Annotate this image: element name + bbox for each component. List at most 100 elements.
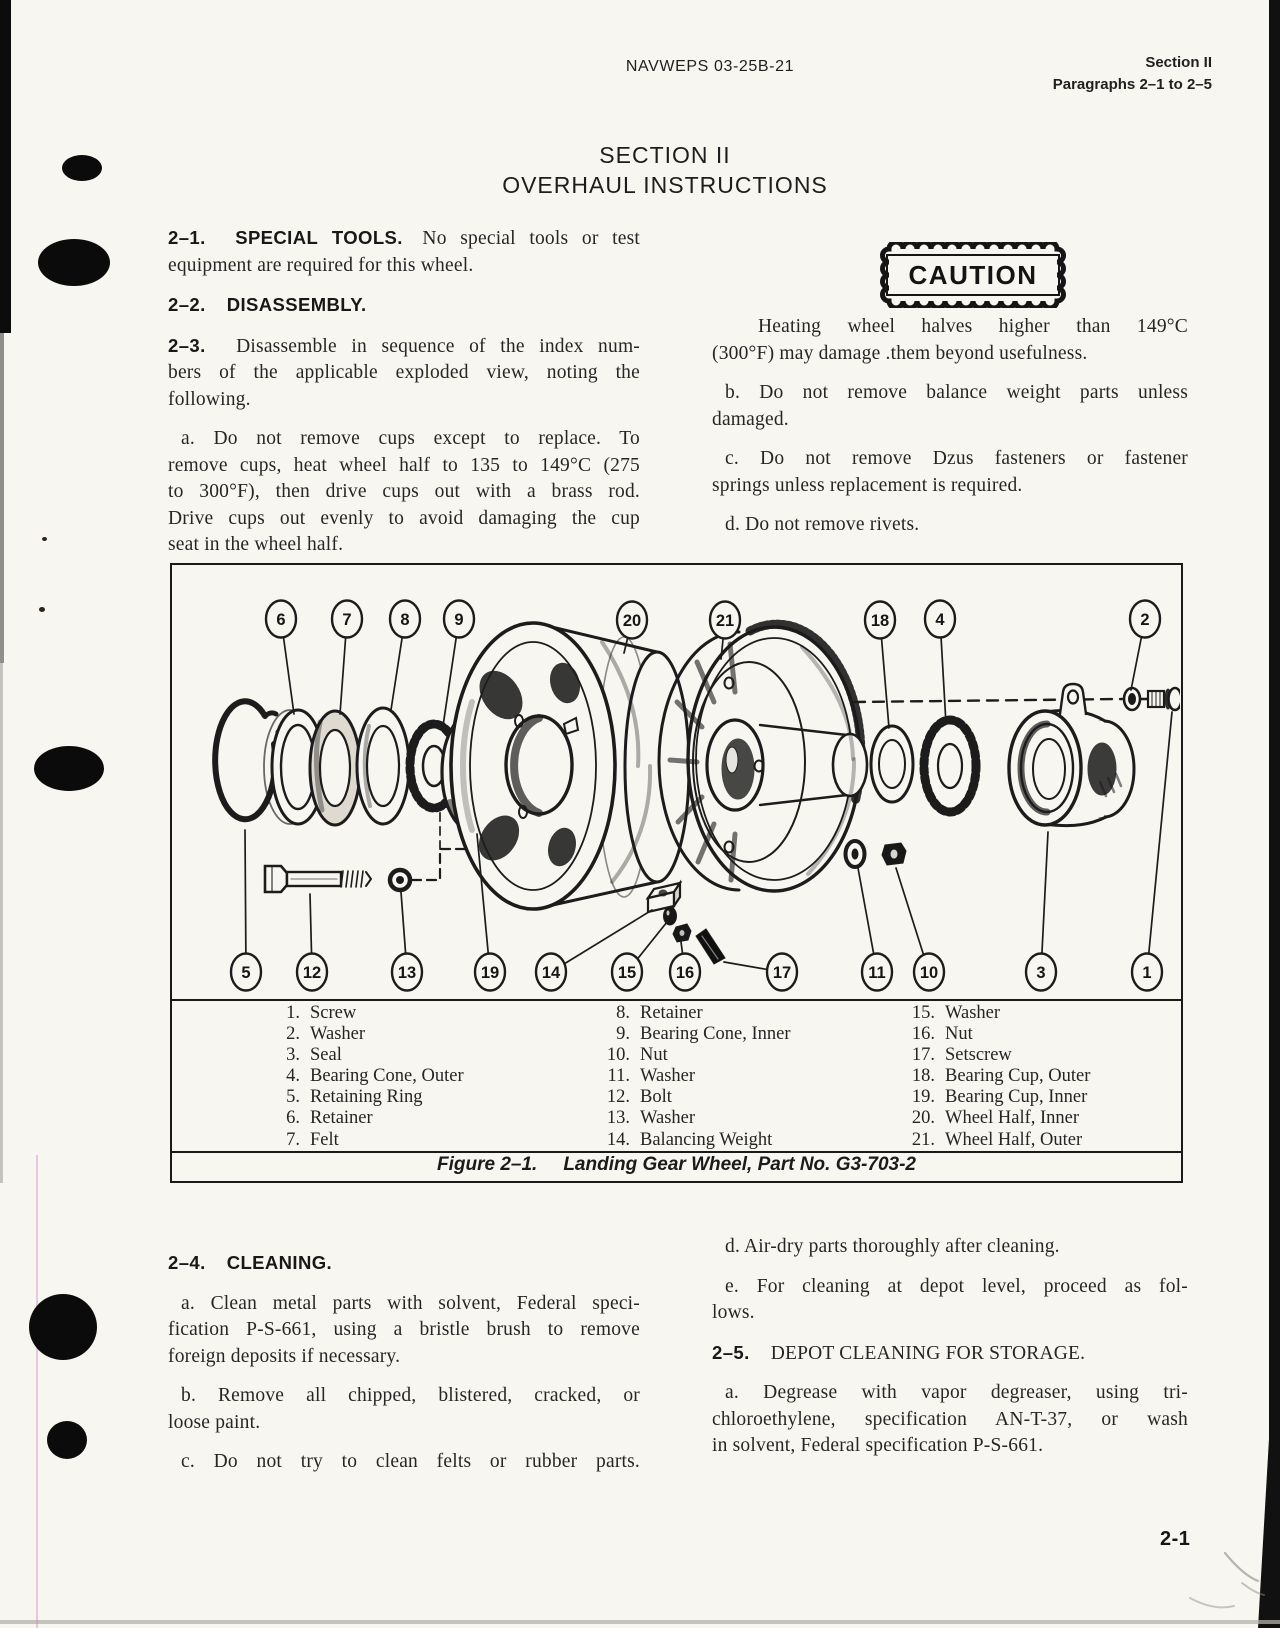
text-span: a. Clean metal parts with solvent, Feder… — [181, 1292, 640, 1314]
callout-circle-6 — [264, 599, 298, 639]
callout-circle-1 — [1130, 952, 1164, 992]
text-span: seat in the wheel half. — [168, 534, 344, 555]
text-span: foreign deposits if necessary. — [168, 1345, 401, 1367]
text-line: e. For cleaning at depot level, proceed … — [712, 1274, 1188, 1301]
part-number: 18. — [911, 1066, 935, 1087]
text-line: 2–5. DEPOT CLEANING FOR STORAGE. — [712, 1340, 1188, 1368]
part-number: 4. — [286, 1066, 300, 1087]
part-number: 11. — [607, 1066, 630, 1087]
callout-circle-20 — [615, 600, 649, 640]
part-number: 6. — [286, 1108, 300, 1129]
text-line: lows. — [712, 1300, 1188, 1327]
text-span: DEPOT CLEANING FOR STORAGE. — [770, 1342, 1086, 1364]
paragraph: 2–5. DEPOT CLEANING FOR STORAGE. — [712, 1340, 1188, 1368]
part-row: 8.Retainer — [592, 1003, 892, 1024]
text-line: Drive cups out evenly to avoid damaging … — [168, 506, 640, 533]
part-row: 19.Bearing Cup, Inner — [897, 1087, 1177, 1108]
callout-number-8: 8 — [400, 611, 409, 629]
text-span: d. Do not remove rivets. — [725, 514, 920, 535]
text-line: seat in the wheel half. — [168, 532, 640, 559]
text-span: in solvent, Federal specification P-S-66… — [712, 1435, 1044, 1456]
part-row: 9.Bearing Cone, Inner — [592, 1024, 892, 1045]
callout-number-12: 12 — [303, 964, 321, 982]
paragraph: 2–1. SPECIAL TOOLS. No special tools or … — [168, 225, 640, 279]
callout-number-2: 2 — [1140, 611, 1149, 629]
punch-dot-2 — [38, 239, 110, 286]
text-span: to 300°F), then drive cups out with a br… — [168, 481, 640, 502]
text-line: a. Degrease with vapor degreaser, using … — [712, 1380, 1188, 1407]
callout-circle-5 — [229, 952, 263, 992]
callout-number-5: 5 — [241, 964, 250, 982]
part-row: 6.Retainer — [262, 1108, 572, 1129]
text-span: Disassemble in sequence of the index num… — [236, 335, 640, 357]
paragraph: a. Do not remove cups except to replace.… — [168, 426, 640, 559]
part-name: Washer — [640, 1108, 696, 1129]
part-number: 15. — [911, 1003, 935, 1023]
text-line: remove cups, heat wheel half to 135 to 1… — [168, 453, 640, 480]
scan-edge-right — [1269, 0, 1280, 1628]
text-span: springs unless replacement is required. — [712, 474, 1023, 496]
part-number: 10. — [606, 1045, 630, 1066]
scan-edge-bottom — [0, 1620, 1280, 1624]
text-span: chloroethylene, specification AN-T-37, o… — [712, 1408, 1188, 1430]
part-number: 9. — [616, 1024, 630, 1045]
caution-stamp-border: CAUTION — [880, 242, 1066, 308]
part-row: 1.Screw — [262, 1003, 572, 1024]
scan-edge-right-corner — [1258, 1420, 1280, 1628]
text-line: Heating wheel halves higher than 149°C — [712, 314, 1188, 341]
part-number: 8. — [616, 1003, 630, 1023]
paragraph: Heating wheel halves higher than 149°C(3… — [712, 314, 1188, 367]
part-number: 12. — [606, 1087, 630, 1108]
callout-circle-21 — [708, 600, 742, 640]
text-span: Heating wheel halves higher than 149°C — [758, 316, 1188, 337]
page-number: 2-1 — [1160, 1528, 1191, 1550]
paragraph: d. Air-dry parts thoroughly after cleani… — [712, 1234, 1188, 1261]
part-name: Bearing Cup, Outer — [945, 1066, 1091, 1087]
part-name: Balancing Weight — [640, 1129, 773, 1150]
callout-circle-2 — [1128, 599, 1162, 639]
caution-label: CAUTION — [909, 260, 1038, 290]
column-top-right: Heating wheel halves higher than 149°C(3… — [712, 314, 1188, 552]
scan-edge-left-low — [0, 663, 3, 1183]
callout-circle-4 — [923, 599, 957, 639]
punch-dot-3 — [34, 746, 104, 791]
figure-caption: Figure 2–1.Landing Gear Wheel, Part No. … — [172, 1154, 1181, 1176]
text-line: 2–4. CLEANING. — [168, 1250, 640, 1278]
text-span: 2–5. — [712, 1341, 750, 1363]
callout-leader-3 — [1040, 831, 1049, 973]
part-row: 2.Washer — [262, 1024, 572, 1045]
callout-number-21: 21 — [716, 612, 734, 630]
paragraphs-ref: Paragraphs 2–1 to 2–5 — [1052, 76, 1212, 93]
part-row: 21.Wheel Half, Outer — [897, 1130, 1177, 1151]
text-line: to 300°F), then drive cups out with a br… — [168, 479, 640, 506]
column-bottom-right: d. Air-dry parts thoroughly after cleani… — [712, 1234, 1188, 1473]
text-line: 2–3. Disassemble in sequence of the inde… — [168, 333, 640, 361]
doc-number: NAVWEPS 03-25B-21 — [625, 58, 795, 75]
callout-circle-10 — [912, 952, 946, 992]
text-line: bers of the applicable exploded view, no… — [168, 360, 640, 387]
text-line: 2–2. DISASSEMBLY. — [168, 292, 640, 320]
callout-number-17: 17 — [773, 964, 791, 982]
text-span: c. Do not remove Dzus fasteners or faste… — [725, 448, 1188, 469]
text-span: fication P-S-661, using a bristle brush … — [168, 1319, 640, 1340]
part-number: 19. — [911, 1087, 935, 1108]
page-title: SECTION II OVERHAUL INSTRUCTIONS — [390, 140, 940, 200]
section-ref: Section II — [1145, 54, 1212, 71]
part-name: Screw — [310, 1003, 357, 1023]
text-span: equipment are required for this wheel. — [168, 254, 474, 276]
paragraph: c. Do not try to clean felts or rubber p… — [168, 1449, 640, 1476]
text-span: 2–1. — [168, 227, 206, 248]
part-number: 20. — [911, 1108, 935, 1129]
text-span: 2–4. — [168, 1252, 206, 1273]
punch-dot-5 — [47, 1421, 87, 1459]
part-name: Nut — [945, 1024, 973, 1045]
text-span: SPECIAL TOOLS. — [235, 227, 403, 248]
callout-circle-15 — [610, 952, 644, 992]
part-name: Nut — [640, 1045, 668, 1066]
text-line: a. Clean metal parts with solvent, Feder… — [168, 1291, 640, 1318]
text-line: c. Do not remove Dzus fasteners or faste… — [712, 446, 1188, 473]
part-row: 14.Balancing Weight — [592, 1130, 892, 1151]
